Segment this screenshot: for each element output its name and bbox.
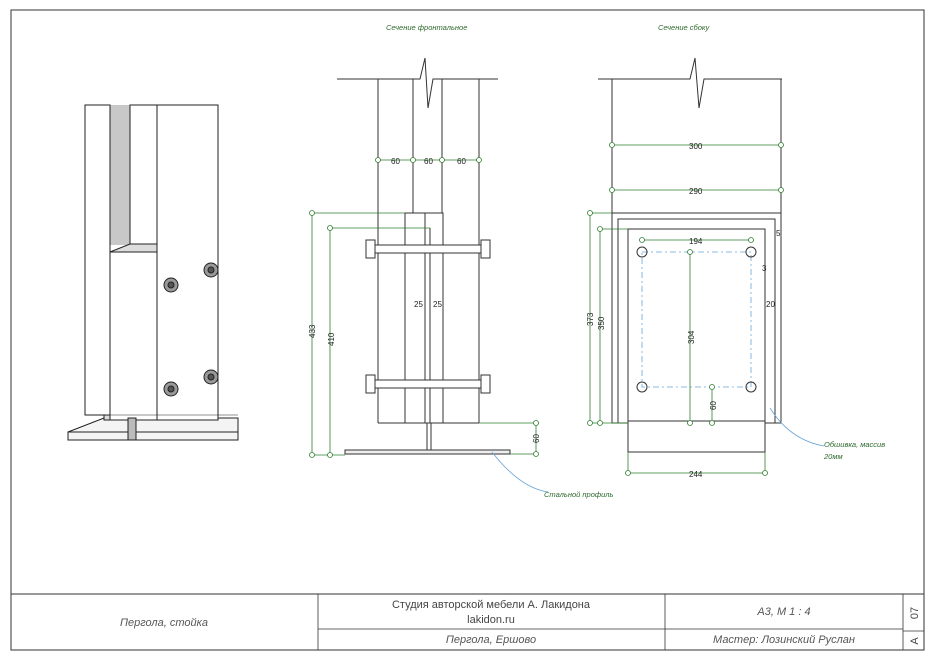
side-dim-290: 290 [689, 187, 703, 196]
perspective-view [67, 104, 239, 441]
front-section-title: Сечение фронтальное [386, 23, 467, 32]
side-dimensions [587, 142, 784, 476]
side-dim-20: 20 [766, 300, 775, 309]
side-section [598, 57, 782, 453]
front-dim-plate2: 25 [433, 300, 442, 309]
side-dim-60: 60 [709, 401, 718, 410]
front-section [337, 57, 511, 455]
side-section-title: Сечение сбоку [658, 23, 710, 32]
cladding-leader [769, 407, 825, 447]
front-dim-w2: 60 [424, 157, 433, 166]
front-dim-433: 433 [308, 324, 317, 338]
master-name: Мастер: Лозинский Руслан [713, 634, 855, 646]
front-dim-w3: 60 [457, 157, 466, 166]
front-dim-plate: 25 [414, 300, 423, 309]
side-dim-194: 194 [689, 237, 703, 246]
cladding-label-1: Обшивка, массив [824, 440, 885, 449]
cladding-label-2: 20мм [823, 452, 843, 461]
bolt-icon [163, 262, 219, 397]
front-dim-w1: 60 [391, 157, 400, 166]
title-block [10, 593, 925, 651]
front-dimensions [309, 157, 539, 458]
side-dim-300: 300 [689, 142, 703, 151]
studio-site: lakidon.ru [467, 614, 515, 626]
front-dim-base: 60 [532, 434, 541, 443]
side-dim-5: 5 [776, 229, 781, 238]
front-dim-410: 410 [327, 332, 336, 346]
side-dim-373: 373 [586, 312, 595, 326]
studio-name: Студия авторской мебели А. Лакидона [392, 599, 591, 611]
side-dim-304: 304 [687, 330, 696, 344]
side-dim-244: 244 [689, 470, 703, 479]
side-dim-350: 350 [597, 316, 606, 330]
side-dim-3: 3 [762, 264, 767, 273]
sheet-number: 07 [909, 607, 921, 619]
steel-profile-leader [491, 451, 549, 493]
drawing-name: Пергола, стойка [120, 617, 208, 629]
project-name: Пергола, Ершово [446, 634, 536, 646]
sheet-mark: А [909, 637, 921, 645]
steel-profile-label: Стальной профиль [544, 490, 614, 499]
format-scale: А3, М 1 : 4 [756, 606, 810, 618]
